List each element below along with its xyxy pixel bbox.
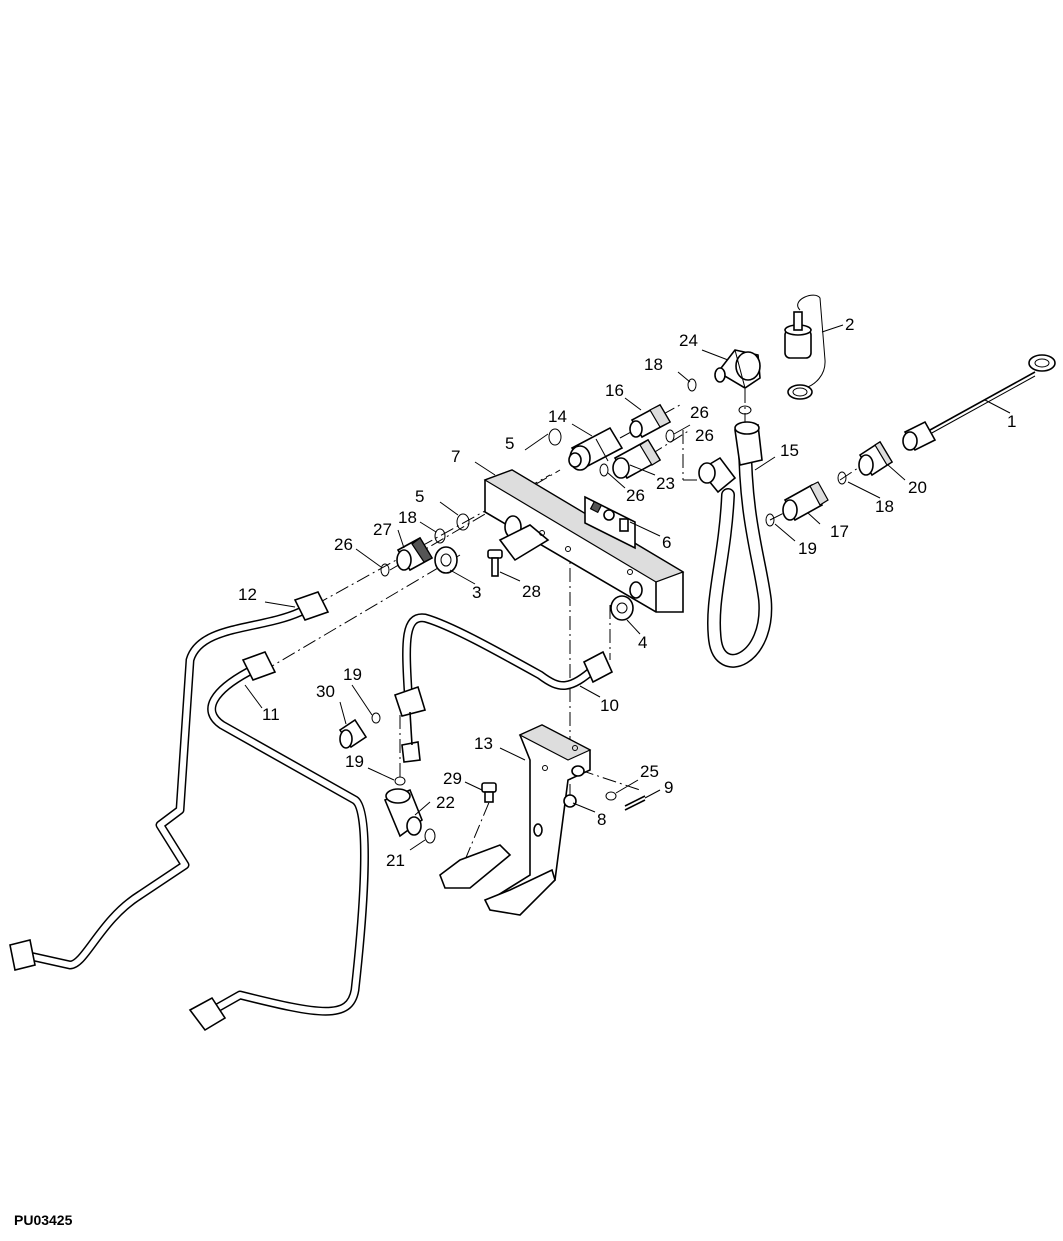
callout-22: 22 xyxy=(436,793,455,812)
coupler-14 xyxy=(568,426,624,471)
fitting-27 xyxy=(396,536,434,572)
callout-19b: 19 xyxy=(345,752,364,771)
coupler-23 xyxy=(612,438,662,480)
elbow-24 xyxy=(714,349,761,389)
callout-26a: 26 xyxy=(334,535,353,554)
callout-1: 1 xyxy=(1007,412,1016,431)
callout-29: 29 xyxy=(443,769,462,788)
o-rings xyxy=(371,378,847,844)
callout-6: 6 xyxy=(662,533,671,552)
adapter-17 xyxy=(782,481,829,522)
nut-3 xyxy=(434,546,458,574)
bulkhead-bracket xyxy=(483,469,685,613)
callout-10: 10 xyxy=(600,696,619,715)
callout-27: 27 xyxy=(373,520,392,539)
callout-28: 28 xyxy=(522,582,541,601)
callout-4: 4 xyxy=(638,633,647,652)
callout-30: 30 xyxy=(316,682,335,701)
callout-16: 16 xyxy=(605,381,624,400)
callout-18c: 18 xyxy=(875,497,894,516)
adapter-20 xyxy=(858,440,894,477)
callout-20: 20 xyxy=(908,478,927,497)
callout-17: 17 xyxy=(830,522,849,541)
callout-2: 2 xyxy=(845,315,854,334)
callout-13: 13 xyxy=(474,734,493,753)
bolt-29 xyxy=(481,782,497,803)
tube-12 xyxy=(9,591,330,971)
figure-id: PU03425 xyxy=(14,1212,73,1228)
callout-15: 15 xyxy=(780,441,799,460)
callout-18a: 18 xyxy=(398,508,417,527)
callout-21: 21 xyxy=(386,851,405,870)
tube-10 xyxy=(393,613,614,763)
callout-19c: 19 xyxy=(798,539,817,558)
leader-lines xyxy=(244,324,1011,851)
probe-1 xyxy=(902,354,1056,452)
pin-9 xyxy=(624,795,646,811)
bracket-13 xyxy=(439,724,592,916)
tube-11 xyxy=(188,651,369,1032)
callout-26c: 26 xyxy=(690,403,709,422)
nut-4 xyxy=(610,595,634,621)
callout-7: 7 xyxy=(451,447,460,466)
callout-5b: 5 xyxy=(415,487,424,506)
elbow-22 xyxy=(383,788,423,838)
callout-26b: 26 xyxy=(626,486,645,505)
callout-26d: 26 xyxy=(695,426,714,445)
callout-3: 3 xyxy=(472,583,481,602)
callout-23: 23 xyxy=(656,474,675,493)
callout-14: 14 xyxy=(548,407,567,426)
callout-8: 8 xyxy=(597,810,606,829)
callout-25: 25 xyxy=(640,762,659,781)
adapter-16 xyxy=(629,403,672,439)
callout-11: 11 xyxy=(262,705,280,724)
callout-24: 24 xyxy=(679,331,698,350)
hose-15 xyxy=(698,421,773,668)
callout-9: 9 xyxy=(664,778,673,797)
bolt-28 xyxy=(487,549,503,577)
dust-cap-2 xyxy=(784,294,826,400)
callout-5a: 5 xyxy=(505,434,514,453)
callout-labels: 1 2 3 4 5 5 6 7 8 9 10 11 12 13 14 15 16… xyxy=(238,315,1016,870)
callout-19a: 19 xyxy=(343,665,362,684)
cap-30 xyxy=(338,718,368,749)
callout-18b: 18 xyxy=(644,355,663,374)
callout-12: 12 xyxy=(238,585,257,604)
